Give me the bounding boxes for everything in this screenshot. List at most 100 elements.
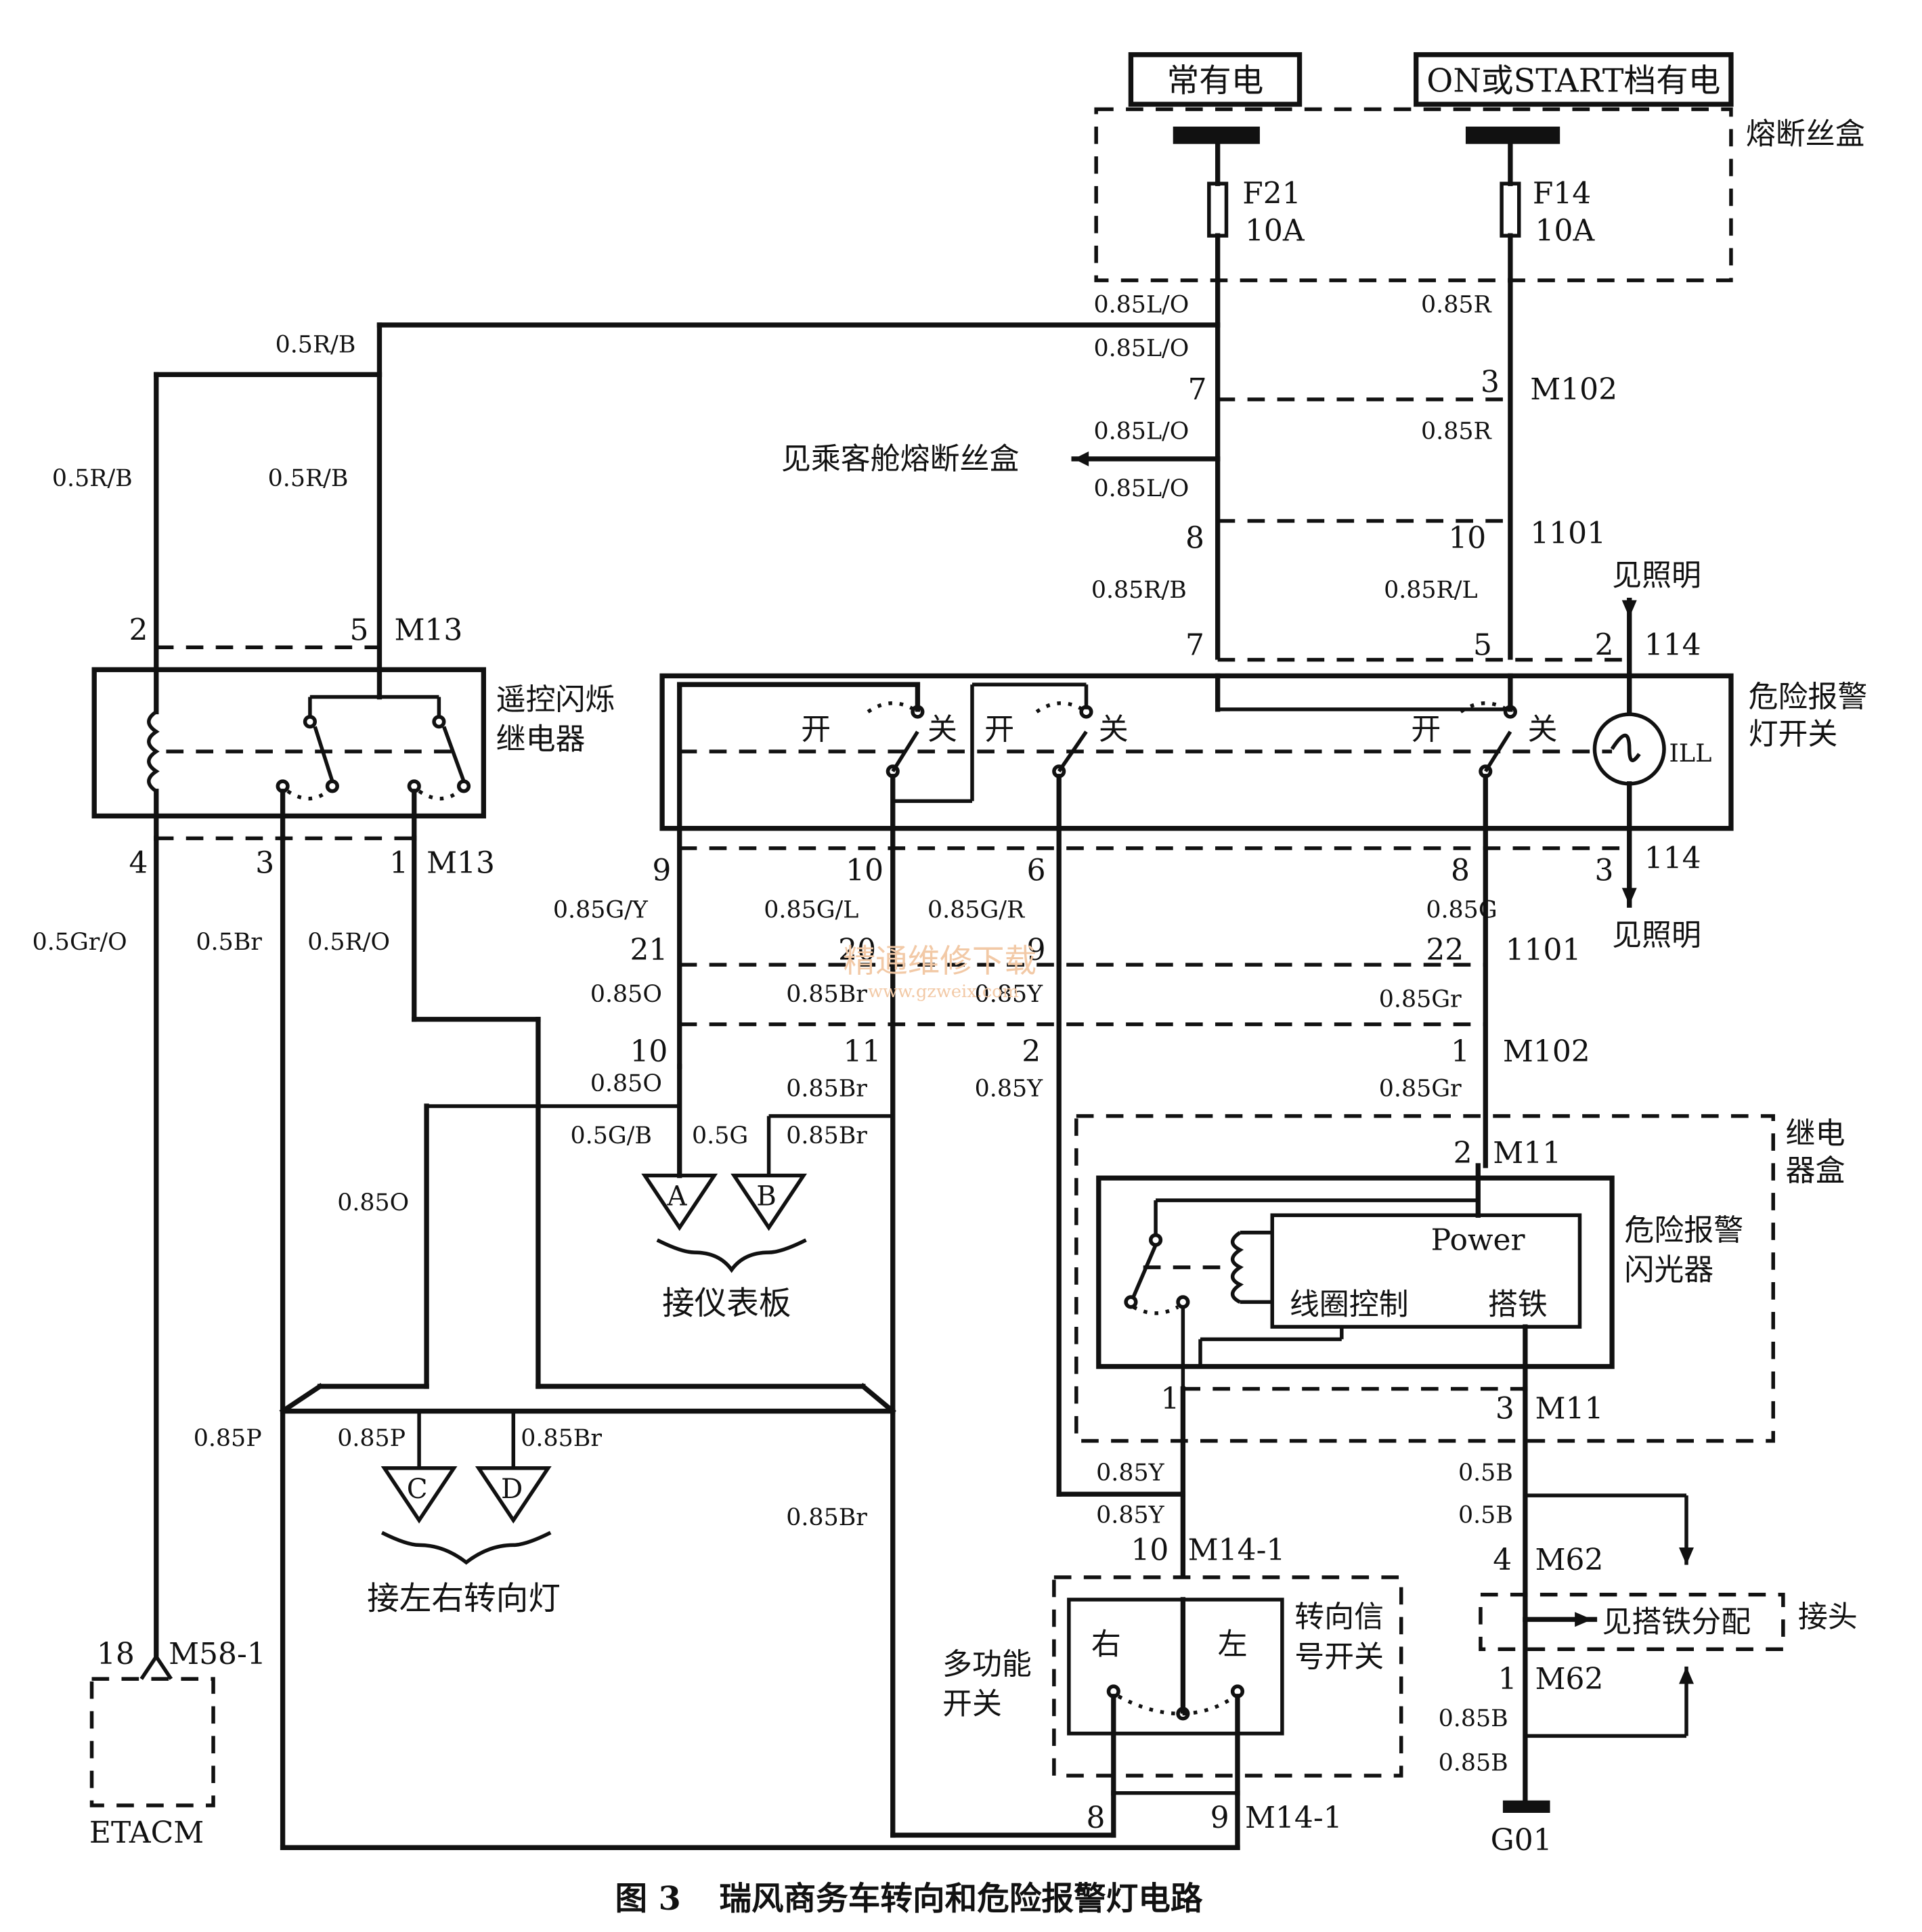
hazard-switch: 危险报警 灯开关 开 关 开 关 开 关 xyxy=(659,673,1867,831)
svg-text:B: B xyxy=(756,1181,777,1212)
svg-text:0.85L/O: 0.85L/O xyxy=(1093,292,1189,319)
svg-text:114: 114 xyxy=(1644,628,1701,662)
svg-text:0.85Y: 0.85Y xyxy=(975,981,1043,1008)
svg-text:0.85Br: 0.85Br xyxy=(786,1504,867,1531)
turn-signal-feed: 0.85Y 0.85Y 10 M14-1 xyxy=(1056,1386,1285,1577)
svg-text:0.5Br: 0.5Br xyxy=(196,929,262,956)
svg-text:0.5G/B: 0.5G/B xyxy=(571,1122,652,1149)
svg-text:开: 开 xyxy=(801,712,831,747)
svg-text:10: 10 xyxy=(846,854,883,888)
svg-text:关: 关 xyxy=(1528,712,1558,747)
svg-text:1101: 1101 xyxy=(1530,516,1606,550)
svg-text:M102: M102 xyxy=(1530,372,1617,407)
svg-text:Power: Power xyxy=(1431,1223,1525,1257)
svg-text:见乘客舱熔断丝盒: 见乘客舱熔断丝盒 xyxy=(781,442,1020,477)
svg-text:G01: G01 xyxy=(1491,1823,1552,1858)
svg-text:0.85B: 0.85B xyxy=(1439,1705,1508,1732)
svg-text:0.85L/O: 0.85L/O xyxy=(1093,418,1189,445)
svg-text:21: 21 xyxy=(630,933,668,967)
svg-text:0.85Gr: 0.85Gr xyxy=(1379,1075,1462,1102)
svg-text:2: 2 xyxy=(129,613,148,647)
svg-text:0.85Y: 0.85Y xyxy=(975,1075,1043,1102)
svg-text:接仪表板: 接仪表板 xyxy=(662,1286,791,1323)
svg-text:瑞风商务车转向和危险报警灯电路: 瑞风商务车转向和危险报警灯电路 xyxy=(719,1880,1203,1918)
svg-text:开关: 开关 xyxy=(942,1686,1002,1721)
svg-text:10: 10 xyxy=(1448,521,1486,556)
svg-text:左: 左 xyxy=(1218,1627,1248,1662)
svg-text:0.85O: 0.85O xyxy=(590,981,662,1008)
etacm-module: 18 M58-1 ETACM xyxy=(89,1637,266,1850)
svg-text:9: 9 xyxy=(1210,1801,1229,1835)
svg-text:多功能: 多功能 xyxy=(942,1647,1032,1682)
svg-text:F14: F14 xyxy=(1533,177,1591,211)
svg-text:0.85O: 0.85O xyxy=(590,1070,662,1097)
svg-text:0.5R/B: 0.5R/B xyxy=(268,465,349,492)
svg-text:3: 3 xyxy=(255,846,274,881)
svg-text:ILL: ILL xyxy=(1669,739,1711,768)
svg-text:M11: M11 xyxy=(1493,1136,1561,1170)
svg-text:0.85Gr: 0.85Gr xyxy=(1379,986,1462,1013)
svg-text:3: 3 xyxy=(1495,1392,1514,1426)
watermark-text: 精通维修下载 xyxy=(843,943,1036,980)
svg-text:9: 9 xyxy=(1027,933,1046,967)
svg-text:图 3: 图 3 xyxy=(615,1880,680,1918)
svg-text:M13: M13 xyxy=(427,846,495,881)
svg-text:闪光器: 闪光器 xyxy=(1624,1252,1713,1287)
svg-text:0.5B: 0.5B xyxy=(1458,1459,1513,1487)
svg-text:18: 18 xyxy=(97,1637,135,1671)
ground-path: 0.5B 0.5B 4 M62 见搭铁分配 接头 1 M62 0.85B 0.8… xyxy=(1439,1386,1858,1858)
svg-text:8: 8 xyxy=(1451,854,1470,888)
svg-text:0.85P: 0.85P xyxy=(337,1425,406,1452)
ground-symbol-icon xyxy=(1502,1800,1550,1813)
svg-text:0.85G/Y: 0.85G/Y xyxy=(553,897,649,924)
svg-text:7: 7 xyxy=(1188,372,1207,407)
svg-text:0.85Br: 0.85Br xyxy=(786,1075,867,1102)
svg-text:右: 右 xyxy=(1091,1627,1121,1662)
svg-text:1101: 1101 xyxy=(1506,933,1581,967)
svg-text:继电: 继电 xyxy=(1786,1116,1845,1151)
svg-text:3: 3 xyxy=(1481,365,1500,399)
wire-f21-feed: 0.85L/O 0.85L/O 0.85L/O 0.85L/O 见乘客舱熔断丝盒… xyxy=(376,278,1221,662)
svg-text:0.85P: 0.85P xyxy=(194,1425,262,1452)
wire-f14-feed: 0.85R 0.85R 3 M102 10 1101 0.85R/L 5 xyxy=(1384,278,1617,662)
figure-caption: 图 3 瑞风商务车转向和危险报警灯电路 xyxy=(615,1880,1202,1918)
svg-text:6: 6 xyxy=(1027,854,1046,888)
svg-text:4: 4 xyxy=(129,846,148,881)
svg-text:开: 开 xyxy=(984,712,1014,747)
svg-text:灯开关: 灯开关 xyxy=(1749,717,1838,751)
svg-text:10: 10 xyxy=(1131,1533,1169,1567)
svg-text:8: 8 xyxy=(1086,1801,1105,1835)
svg-text:A: A xyxy=(666,1181,687,1212)
svg-text:0.85O: 0.85O xyxy=(337,1189,409,1216)
svg-text:0.85L/O: 0.85L/O xyxy=(1093,475,1189,502)
multifunction-switch: 多功能 开关 转向信 号开关 右 左 xyxy=(942,1575,1403,1796)
svg-text:0.85Y: 0.85Y xyxy=(1096,1501,1164,1529)
svg-text:0.85Y: 0.85Y xyxy=(1096,1459,1164,1487)
svg-text:接左右转向灯: 接左右转向灯 xyxy=(367,1581,561,1618)
svg-text:20: 20 xyxy=(838,933,876,967)
svg-text:0.85Br: 0.85Br xyxy=(786,1122,867,1149)
svg-text:见搭铁分配: 见搭铁分配 xyxy=(1602,1605,1751,1640)
svg-text:M14-1: M14-1 xyxy=(1245,1801,1342,1835)
svg-text:D: D xyxy=(501,1473,523,1505)
svg-text:开: 开 xyxy=(1411,712,1441,747)
svg-text:0.85L/O: 0.85L/O xyxy=(1093,335,1189,362)
svg-text:继电器: 继电器 xyxy=(496,722,586,756)
svg-text:1: 1 xyxy=(1160,1382,1179,1416)
svg-text:转向信: 转向信 xyxy=(1294,1600,1384,1634)
svg-text:10: 10 xyxy=(630,1034,668,1069)
svg-text:1: 1 xyxy=(1451,1034,1470,1069)
svg-text:5: 5 xyxy=(1473,628,1492,662)
svg-text:关: 关 xyxy=(1099,712,1129,747)
svg-text:0.5G: 0.5G xyxy=(692,1122,748,1149)
relay-coil-icon xyxy=(147,710,160,793)
svg-text:0.85R/B: 0.85R/B xyxy=(1091,577,1187,604)
svg-text:M102: M102 xyxy=(1503,1034,1590,1069)
svg-text:线圈控制: 线圈控制 xyxy=(1290,1288,1409,1322)
svg-text:0.85G: 0.85G xyxy=(1426,897,1497,924)
remote-flash-relay: 0.5R/B 0.5R/B 0.5R/B 2 5 M13 遥控闪烁 继电器 4 xyxy=(32,322,615,956)
svg-text:0.85G/L: 0.85G/L xyxy=(764,897,858,924)
svg-text:F21: F21 xyxy=(1242,177,1301,211)
cluster-connectors: 0.5G/B 0.5G 0.85Br A B 接仪表板 xyxy=(427,1063,893,1323)
svg-text:接头: 接头 xyxy=(1798,1600,1858,1634)
